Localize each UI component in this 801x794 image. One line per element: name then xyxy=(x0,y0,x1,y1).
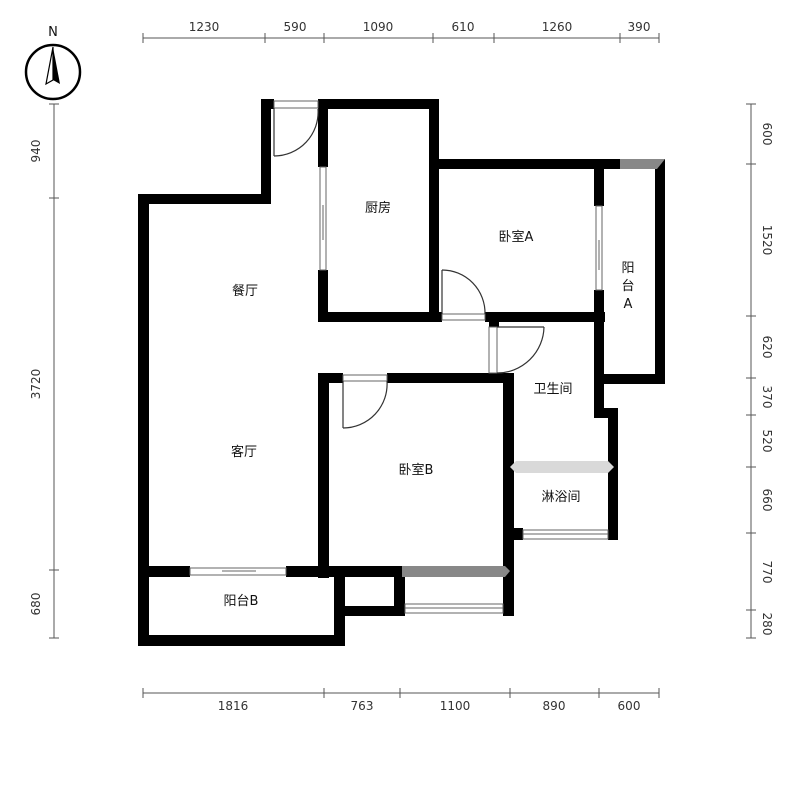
shower-divider xyxy=(510,461,614,473)
dim-bottom-5: 600 xyxy=(618,699,641,713)
dim-right-2: 1520 xyxy=(760,225,774,256)
dim-bottom-3: 1100 xyxy=(440,699,471,713)
room-labels: 厨房 餐厅 客厅 卧室A 卧室B 卫生间 淋浴间 阳 台 A 阳台B xyxy=(224,200,635,609)
dim-top-1: 1230 xyxy=(189,20,220,34)
room-balcony-b: 阳台B xyxy=(224,594,259,609)
compass-needle-right xyxy=(53,47,60,84)
room-living: 客厅 xyxy=(231,444,257,460)
room-balcony-a-char-2: 台 xyxy=(621,279,634,294)
room-balcony-a-char-3: A xyxy=(624,297,633,312)
dim-bottom-2: 763 xyxy=(351,699,374,713)
dim-right-3: 620 xyxy=(760,336,774,359)
dim-bottom-4: 890 xyxy=(543,699,566,713)
walls xyxy=(138,99,665,646)
dim-left-3: 680 xyxy=(29,593,43,616)
dim-left-1: 940 xyxy=(29,140,43,163)
doors xyxy=(273,108,545,429)
dimensions-top: 1230 590 1090 610 1260 390 xyxy=(189,20,651,34)
dim-top-6: 390 xyxy=(628,20,651,34)
dimensions-left: 940 3720 680 xyxy=(29,140,43,616)
dim-right-8: 280 xyxy=(760,613,774,636)
room-shower: 淋浴间 xyxy=(541,490,580,505)
dim-right-4: 370 xyxy=(760,386,774,409)
room-dining: 餐厅 xyxy=(232,283,258,299)
north-label: N xyxy=(48,25,58,40)
windows xyxy=(189,100,665,614)
dim-left-2: 3720 xyxy=(29,369,43,400)
dim-top-2: 590 xyxy=(284,20,307,34)
room-bedroom-a: 卧室A xyxy=(499,229,534,245)
dim-bottom-1: 1816 xyxy=(218,699,249,713)
room-bedroom-b: 卧室B xyxy=(399,462,434,478)
room-kitchen: 厨房 xyxy=(365,200,391,216)
dim-right-1: 600 xyxy=(760,123,774,146)
dim-right-5: 520 xyxy=(760,430,774,453)
room-bathroom: 卫生间 xyxy=(533,382,572,397)
dim-right-7: 770 xyxy=(760,561,774,584)
dim-right-6: 660 xyxy=(760,489,774,512)
room-balcony-a-char-1: 阳 xyxy=(621,261,634,276)
dim-top-5: 1260 xyxy=(542,20,573,34)
dimensions-bottom: 1816 763 1100 890 600 xyxy=(218,699,641,713)
compass: N xyxy=(24,25,82,101)
dimension-lines xyxy=(49,33,756,698)
dimensions-right: 600 1520 620 370 520 660 770 280 xyxy=(760,123,774,636)
dim-top-3: 1090 xyxy=(363,20,394,34)
dim-top-4: 610 xyxy=(452,20,475,34)
